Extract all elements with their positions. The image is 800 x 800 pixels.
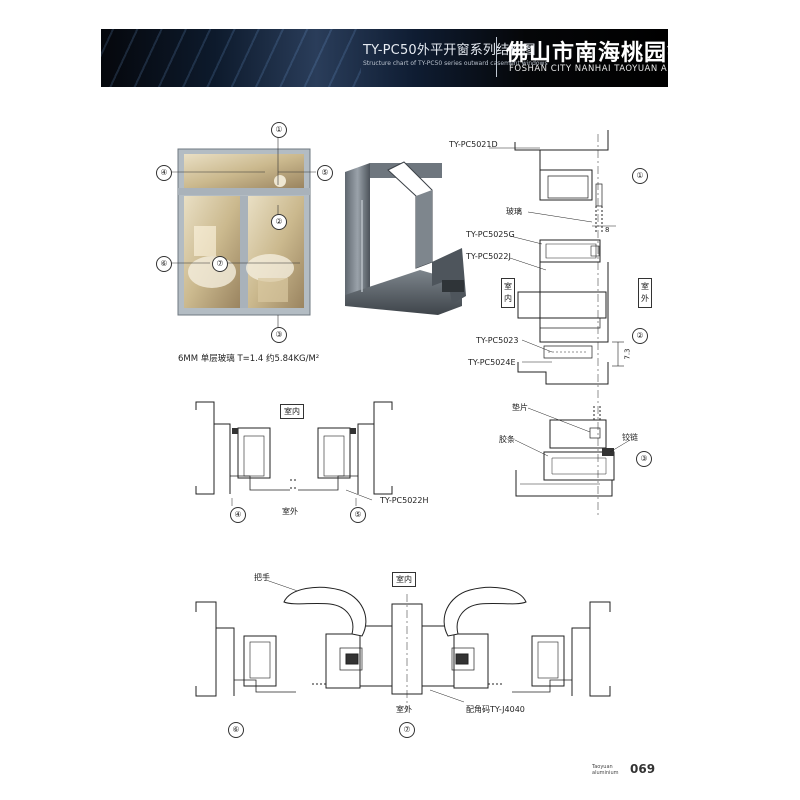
- ref-3: ③: [636, 451, 652, 467]
- ref-5: ⑤: [350, 507, 366, 523]
- part-label-5023: TY-PC5023: [476, 336, 519, 345]
- footer-brand: Taoyuan aluminium: [592, 764, 618, 776]
- dim-8: 8: [605, 226, 610, 234]
- outdoor-label-45: 室外: [282, 507, 298, 516]
- indoor-label-45: 室内: [280, 404, 304, 419]
- outdoor-label-vertical: 室外: [638, 278, 652, 308]
- dim-7-3: 7.3: [623, 348, 632, 360]
- ref-7: ⑦: [399, 722, 415, 738]
- ref-4: ④: [230, 507, 246, 523]
- company-name-cn: 佛山市南海桃园铝业: [506, 41, 668, 66]
- outdoor-label-67: 室外: [396, 705, 412, 714]
- banner-light-streak: [101, 29, 361, 87]
- part-label-5025g: TY-PC5025G: [466, 230, 515, 239]
- callout-2: ②: [271, 214, 287, 230]
- window-photo: [177, 148, 311, 316]
- horizontal-section-45: [195, 401, 393, 506]
- callout-4: ④: [156, 165, 172, 181]
- part-label-5021d: TY-PC5021D: [449, 140, 498, 149]
- callout-6: ⑥: [156, 256, 172, 272]
- indoor-label-vertical: 室内: [501, 278, 515, 308]
- horizontal-section-67: [195, 579, 611, 712]
- profile-3d-corner: [345, 161, 466, 315]
- glass-label: 玻璃: [506, 207, 522, 216]
- gasket-label: 垫片: [512, 403, 528, 412]
- hinge-label: 铰链: [622, 433, 638, 442]
- page-number: 069: [630, 762, 656, 776]
- handle-label: 把手: [254, 573, 270, 582]
- photo-leader-lines: [171, 136, 316, 327]
- ref-1: ①: [632, 168, 648, 184]
- callout-5: ⑤: [317, 165, 333, 181]
- part-label-5022j: TY-PC5022J: [466, 252, 511, 261]
- banner-divider: [496, 37, 497, 77]
- footer-brand-line2: aluminium: [592, 770, 619, 776]
- callout-7: ⑦: [212, 256, 228, 272]
- rubber-strip-label: 胶条: [499, 435, 515, 444]
- header-banner: TY-PC50外平开窗系列结构图 Structure chart of TY-P…: [101, 29, 668, 87]
- indoor-label-67: 室内: [392, 572, 416, 587]
- ref-6: ⑥: [228, 722, 244, 738]
- corner-connector-label: 配角码TY-J4040: [466, 705, 525, 714]
- callout-1: ①: [271, 122, 287, 138]
- ref-2: ②: [632, 328, 648, 344]
- glass-spec-note: 6MM 单层玻璃 T=1.4 约5.84KG/M²: [178, 354, 320, 364]
- part-label-5024e: TY-PC5024E: [468, 358, 516, 367]
- window-handles: [283, 586, 527, 637]
- part-label-5022h: TY-PC5022H: [380, 496, 429, 505]
- header-title: TY-PC50外平开窗系列结构图: [363, 43, 536, 58]
- company-name-en: FOSHAN CITY NANHAI TAOYUAN ALUMINIUM: [509, 64, 668, 74]
- vertical-section-drawing: [489, 130, 631, 516]
- footer-brand-line1: Taoyuan: [592, 764, 613, 770]
- header-subtitle: Structure chart of TY-PC50 series outwar…: [363, 60, 548, 67]
- callout-3: ③: [271, 327, 287, 343]
